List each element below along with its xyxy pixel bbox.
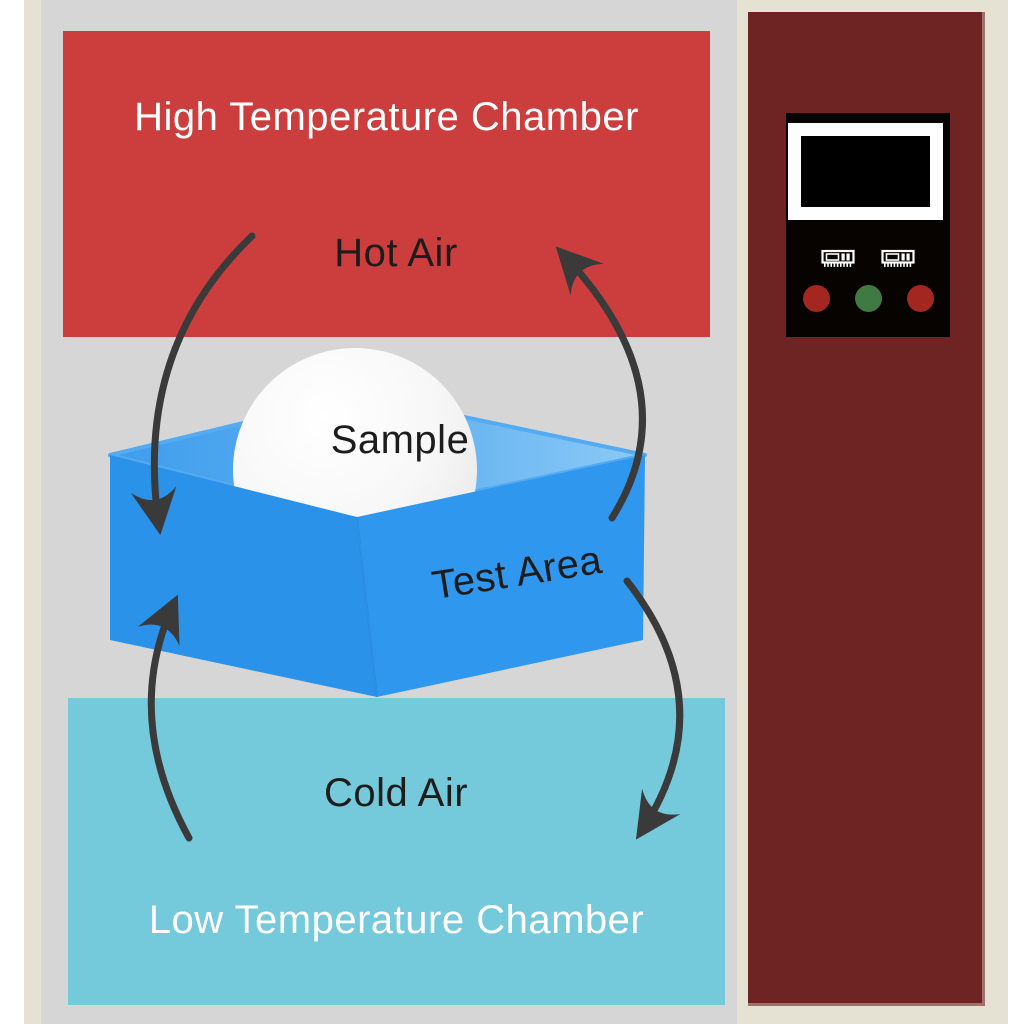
hot-air-label: Hot Air — [334, 231, 458, 275]
green-button[interactable] — [854, 285, 882, 312]
high-temperature-chamber-label: High Temperature Chamber — [134, 95, 639, 139]
control-panel — [786, 113, 950, 337]
sample-label: Sample — [330, 418, 470, 462]
red-button-left[interactable] — [802, 285, 830, 312]
chip-icon-row — [786, 248, 950, 270]
cold-air-label: Cold Air — [323, 771, 469, 815]
screen — [801, 136, 930, 207]
high-temperature-chamber — [63, 31, 710, 337]
panel-button-row — [786, 285, 950, 312]
memory-chip-icon — [821, 249, 855, 267]
low-temperature-chamber-label: Low Temperature Chamber — [148, 898, 645, 942]
red-button-right[interactable] — [906, 285, 934, 312]
control-tower — [748, 12, 985, 1006]
low-temperature-chamber — [68, 698, 725, 1005]
memory-chip-icon — [881, 249, 915, 267]
screen-frame — [788, 123, 943, 220]
